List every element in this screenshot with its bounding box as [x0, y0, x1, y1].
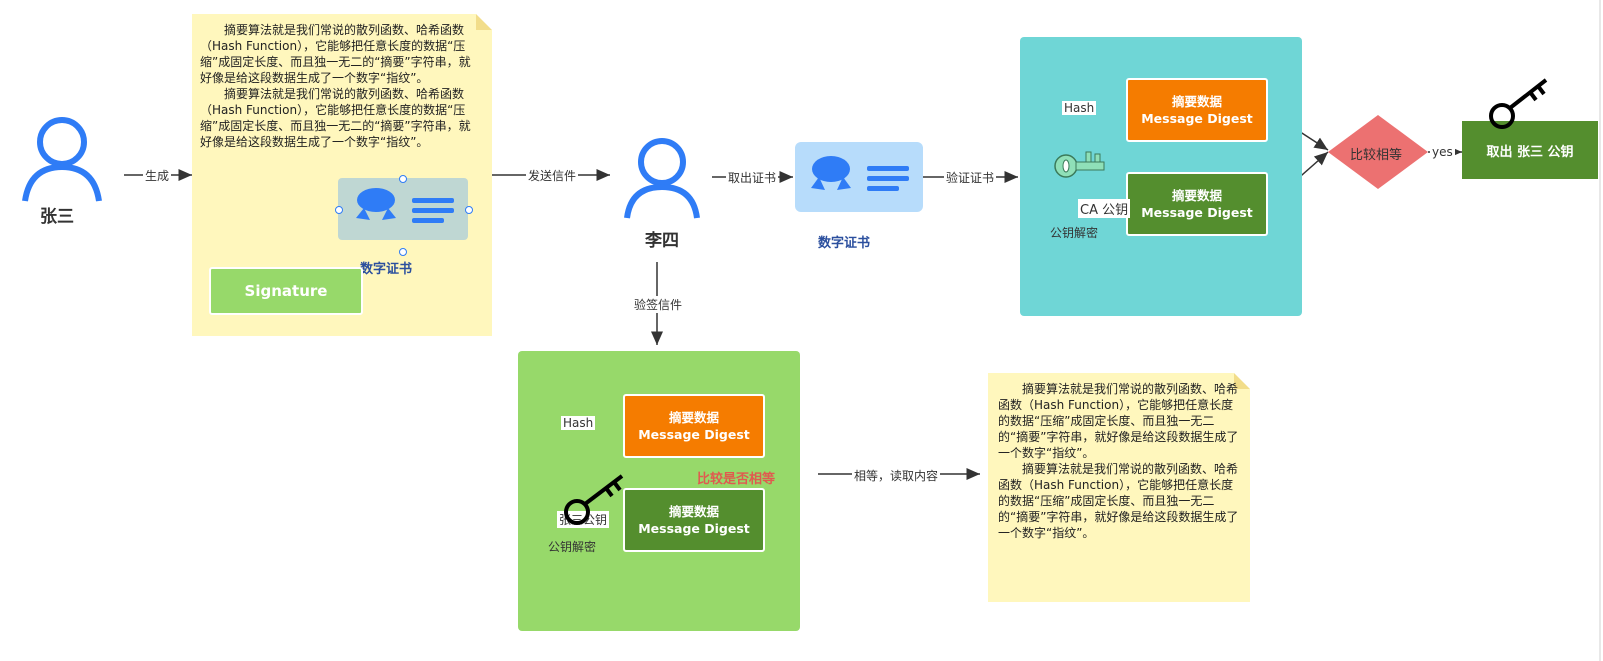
edge-label-generate: 生成 — [143, 167, 172, 184]
edge-label-verify-cert: 验证证书 — [944, 169, 997, 186]
certificate-caption-middle: 数字证书 — [818, 236, 871, 251]
green-hash-label: Hash — [561, 416, 596, 430]
edge-label-yes: yes — [1430, 145, 1455, 159]
compare-diamond — [1328, 115, 1428, 189]
green-pubkey-decrypt: 公钥解密 — [548, 540, 597, 554]
key-icon — [564, 474, 624, 525]
certificate-icon — [811, 156, 909, 191]
teal-digest-bottom: 摘要数据 Message Digest — [1126, 172, 1268, 236]
note-fold — [476, 14, 492, 30]
key-icon — [1489, 78, 1548, 129]
ca-key-icon — [1054, 151, 1105, 178]
selection-handle-top[interactable] — [399, 175, 407, 183]
certificate-card — [795, 142, 923, 212]
digest-subtitle: Message Digest — [1141, 111, 1253, 126]
teal-pubkey-decrypt: 公钥解密 — [1050, 226, 1099, 240]
person-icon — [22, 117, 102, 202]
green-digest-bottom: 摘要数据 Message Digest — [623, 488, 765, 552]
note-top-text: 摘要算法就是我们常说的散列函数、哈希函数（Hash Function），它能够把… — [200, 23, 471, 149]
digest-subtitle: Message Digest — [638, 521, 750, 536]
green-digest-top: 摘要数据 Message Digest — [623, 394, 765, 458]
certificate-card-selected[interactable] — [338, 178, 468, 240]
edge-label-send-letter: 发送信件 — [526, 167, 579, 184]
certificate-caption: 数字证书 — [360, 262, 413, 277]
digest-title: 摘要数据 — [1171, 188, 1222, 203]
person-name-lisi: 李四 — [645, 231, 679, 251]
edge-label-equal-read: 相等，读取内容 — [852, 467, 941, 484]
compare-label: 比较相等 — [1350, 148, 1403, 163]
teal-hash-label: Hash — [1062, 101, 1097, 115]
person-name-zhangsan: 张三 — [40, 207, 74, 227]
take-zhangsan-key-box: 取出 张三 公钥 — [1462, 121, 1598, 179]
compare-question-label: 比较是否相等 — [697, 472, 776, 487]
digest-title: 摘要数据 — [668, 410, 719, 425]
note-top: 摘要算法就是我们常说的散列函数、哈希函数（Hash Function），它能够把… — [192, 14, 492, 336]
digest-title: 摘要数据 — [1171, 94, 1222, 109]
note-fold — [1234, 373, 1250, 389]
selection-handle-right[interactable] — [465, 206, 473, 214]
note-bottom-text: 摘要算法就是我们常说的散列函数、哈希函数（Hash Function），它能够把… — [998, 382, 1239, 540]
selection-handle-bottom[interactable] — [399, 248, 407, 256]
selection-handle-left[interactable] — [335, 206, 343, 214]
certificate-icon — [356, 188, 454, 223]
person-zhangsan: 张三 — [20, 112, 104, 232]
edge-label-take-cert: 取出证书 — [726, 169, 779, 186]
teal-digest-top: 摘要数据 Message Digest — [1126, 78, 1268, 142]
digest-subtitle: Message Digest — [1141, 205, 1253, 220]
ca-key-label: CA 公钥 — [1078, 199, 1131, 218]
person-icon — [624, 138, 700, 219]
note-bottom: 摘要算法就是我们常说的散列函数、哈希函数（Hash Function），它能够把… — [988, 373, 1250, 602]
digest-title: 摘要数据 — [668, 504, 719, 519]
digest-subtitle: Message Digest — [638, 427, 750, 442]
edge-label-verify-letter: 验签信件 — [632, 296, 685, 313]
signature-box[interactable]: Signature — [209, 267, 363, 315]
person-lisi: 李四 — [622, 134, 702, 254]
